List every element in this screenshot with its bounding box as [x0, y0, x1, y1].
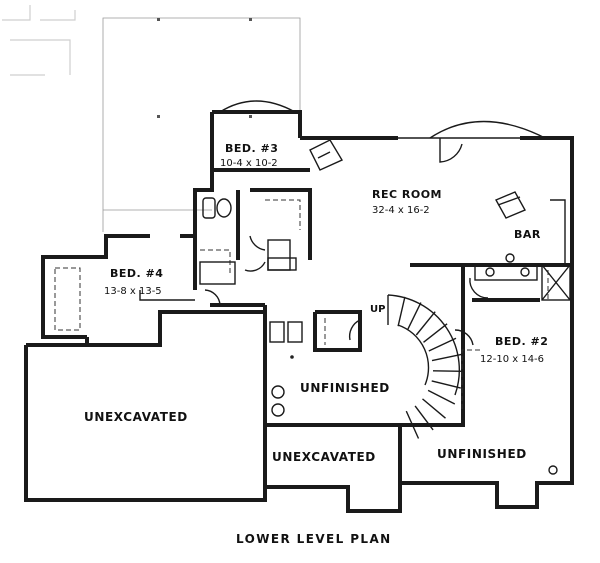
room-unexcavated-mid: UNEXCAVATED — [272, 450, 376, 464]
deck-outline — [102, 17, 301, 232]
plan-title: LOWER LEVEL PLAN — [236, 532, 392, 546]
rec-dims: 32-4 x 16-2 — [372, 205, 430, 216]
room-bed2: BED. #2 12-10 x 14-6 — [480, 335, 548, 365]
rec-name: REC ROOM — [372, 188, 442, 201]
unfinished-right-name: UNFINISHED — [437, 447, 527, 461]
stair-tread — [431, 353, 462, 362]
room-unfinished-center: UNFINISHED — [300, 381, 390, 395]
bay-windows — [219, 100, 546, 139]
room-bed4: BED. #4 13-8 x 13-5 — [104, 267, 163, 297]
stair-tread — [407, 302, 422, 330]
room-bed3: BED. #3 10-4 x 10-2 — [220, 142, 278, 169]
stair-treads — [387, 295, 464, 439]
stair-tread — [428, 337, 457, 352]
doors — [204, 138, 489, 346]
stair-tread — [414, 405, 434, 431]
stair-tread — [432, 370, 464, 372]
staircase — [387, 294, 464, 439]
bath-fixtures — [199, 197, 571, 301]
stair-tread — [397, 296, 406, 327]
bar-name: BAR — [514, 228, 541, 241]
stair-tread — [415, 311, 436, 336]
room-unexcavated-left: UNEXCAVATED — [84, 410, 188, 424]
bed2-name: BED. #2 — [495, 335, 548, 348]
bed3-dims: 10-4 x 10-2 — [220, 158, 278, 169]
bed3-name: BED. #3 — [225, 142, 278, 155]
stair-tread — [431, 380, 461, 389]
stair-up-label: UP — [370, 304, 385, 315]
bed2-dims: 12-10 x 14-6 — [480, 354, 544, 365]
closets — [54, 199, 549, 410]
room-unfinished-right: UNFINISHED — [437, 447, 527, 461]
corner-marks — [2, 5, 76, 76]
unfinished-center-name: UNFINISHED — [300, 381, 390, 395]
bed4-name: BED. #4 — [110, 267, 163, 280]
bar-counter — [495, 191, 566, 265]
mechanical-equipment — [269, 321, 558, 475]
bed4-dims: 13-8 x 13-5 — [104, 286, 162, 297]
stair-tread — [423, 323, 448, 343]
room-rec: REC ROOM 32-4 x 16-2 — [372, 188, 442, 216]
stair-tread — [405, 410, 420, 439]
stair-tread — [427, 389, 456, 405]
room-bar: BAR — [514, 228, 541, 241]
unexcavated-left-name: UNEXCAVATED — [84, 410, 188, 424]
stair-tread — [422, 398, 446, 419]
exterior-walls — [24, 110, 574, 513]
fireplace — [309, 139, 344, 171]
unexcavated-mid-name: UNEXCAVATED — [272, 450, 376, 464]
